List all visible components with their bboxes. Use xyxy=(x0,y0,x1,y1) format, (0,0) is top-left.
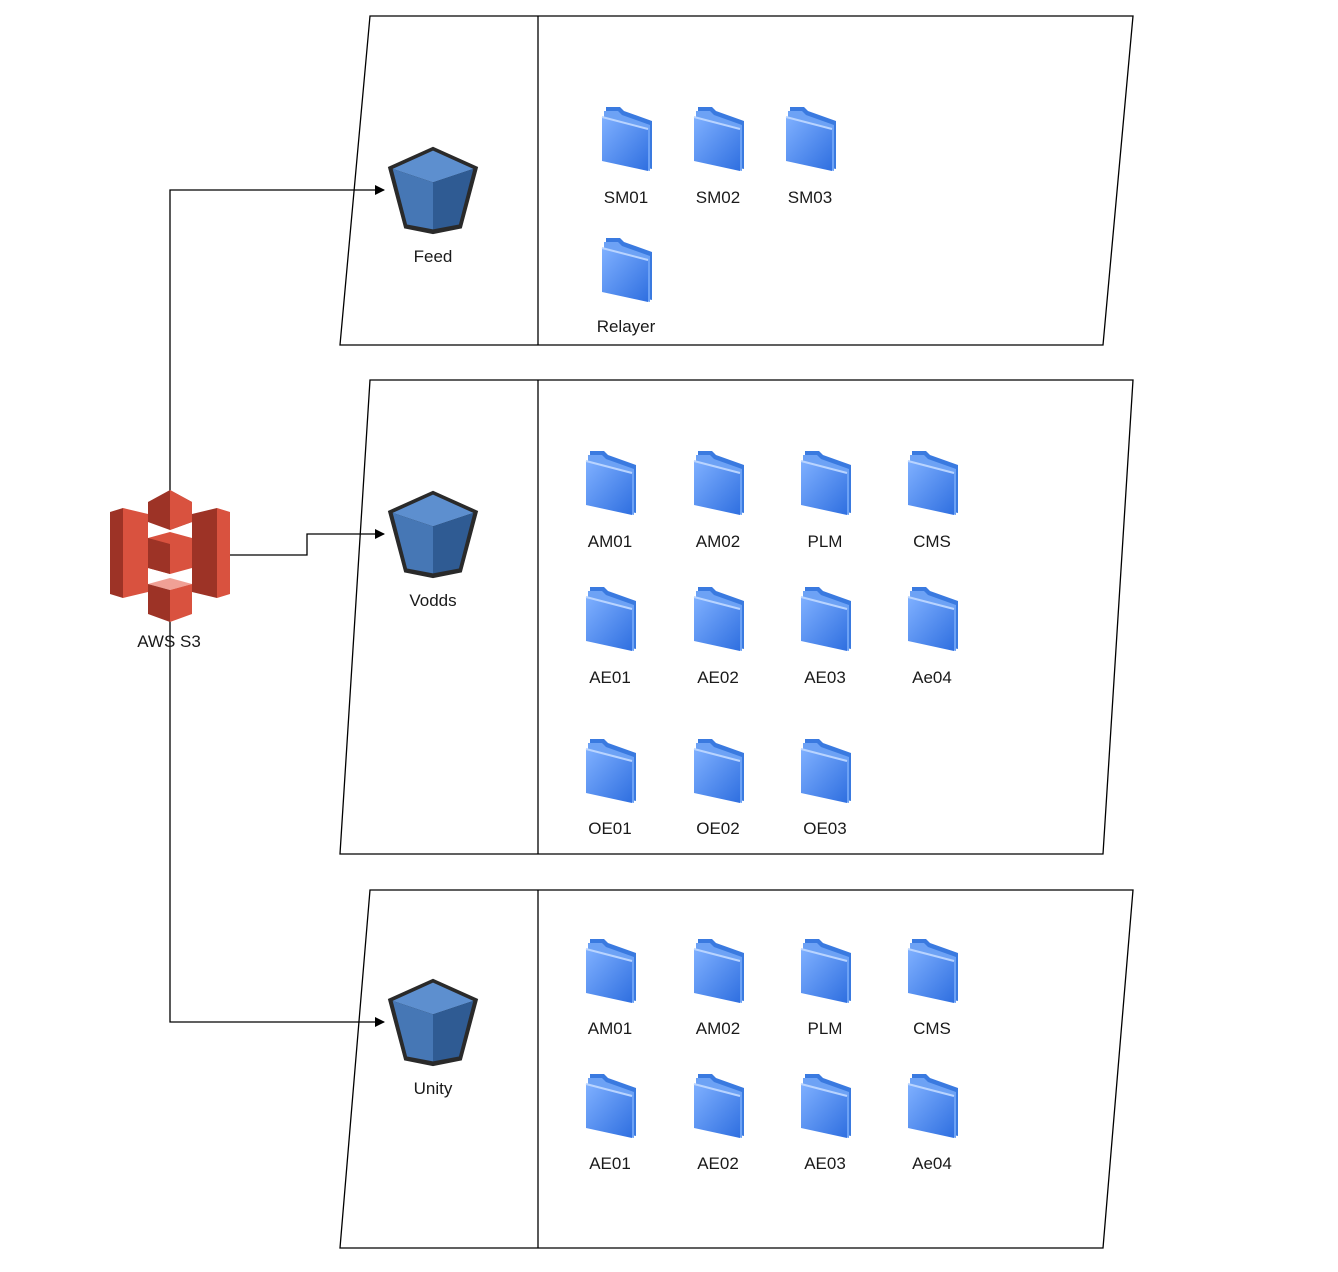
folder-vodds-ae02[interactable]: AE02 xyxy=(693,586,745,687)
folder-icon xyxy=(800,586,852,651)
folder-label: AE03 xyxy=(804,668,846,687)
folder-label: SM01 xyxy=(604,188,648,207)
bucket-icon xyxy=(387,978,479,1067)
folder-label: AE01 xyxy=(589,668,631,687)
folder-vodds-ae04[interactable]: Ae04 xyxy=(907,586,959,687)
folder-label: CMS xyxy=(913,532,951,551)
folder-label: AE02 xyxy=(697,1154,739,1173)
folder-unity-am02[interactable]: AM02 xyxy=(693,938,745,1038)
folder-icon xyxy=(800,450,852,515)
connector-unity xyxy=(169,595,385,1027)
folder-icon xyxy=(693,106,745,171)
folder-label: Relayer xyxy=(597,317,656,336)
folder-label: PLM xyxy=(808,1019,843,1038)
folder-vodds-plm[interactable]: PLM xyxy=(800,450,852,551)
folder-label: PLM xyxy=(808,532,843,551)
folder-icon xyxy=(693,586,745,651)
folder-icon xyxy=(907,450,959,515)
folder-feed-sm02[interactable]: SM02 xyxy=(693,106,745,207)
folder-feed-sm03[interactable]: SM03 xyxy=(785,106,837,207)
folder-label: AE01 xyxy=(589,1154,631,1173)
folder-icon xyxy=(800,738,852,803)
folder-unity-ae04[interactable]: Ae04 xyxy=(907,1073,959,1173)
folder-vodds-oe03[interactable]: OE03 xyxy=(800,738,852,838)
folder-icon xyxy=(585,586,637,651)
bucket-icon xyxy=(387,146,479,235)
folder-feed-sm01[interactable]: SM01 xyxy=(601,106,653,207)
folder-icon xyxy=(693,938,745,1003)
folder-unity-ae02[interactable]: AE02 xyxy=(693,1073,745,1173)
folder-vodds-oe02[interactable]: OE02 xyxy=(693,738,745,838)
folder-label: AE03 xyxy=(804,1154,846,1173)
folder-vodds-oe01[interactable]: OE01 xyxy=(585,738,637,838)
container-unity xyxy=(339,889,1134,1249)
folder-unity-am01[interactable]: AM01 xyxy=(585,938,637,1038)
folder-label: Ae04 xyxy=(912,668,952,687)
folder-vodds-am02[interactable]: AM02 xyxy=(693,450,745,551)
bucket-unity[interactable]: Unity xyxy=(387,978,479,1098)
folder-label: Ae04 xyxy=(912,1154,952,1173)
folder-label: AM02 xyxy=(696,1019,740,1038)
folder-label: OE01 xyxy=(588,819,631,838)
folder-label: CMS xyxy=(913,1019,951,1038)
folder-label: OE02 xyxy=(696,819,739,838)
folder-icon xyxy=(800,1073,852,1138)
folder-vodds-am01[interactable]: AM01 xyxy=(585,450,637,551)
folder-icon xyxy=(693,1073,745,1138)
folder-icon xyxy=(785,106,837,171)
folder-feed-relayer[interactable]: Relayer xyxy=(597,237,656,336)
folder-unity-plm[interactable]: PLM xyxy=(800,938,852,1038)
folder-icon xyxy=(585,450,637,515)
folder-vodds-cms[interactable]: CMS xyxy=(907,450,959,551)
bucket-label: Feed xyxy=(414,247,453,266)
container-vodds xyxy=(339,379,1134,855)
aws-s3-label: AWS S3 xyxy=(137,632,201,651)
folder-unity-ae01[interactable]: AE01 xyxy=(585,1073,637,1173)
folder-unity-cms[interactable]: CMS xyxy=(907,938,959,1038)
folder-label: SM03 xyxy=(788,188,832,207)
bucket-vodds[interactable]: Vodds xyxy=(387,490,479,610)
folder-icon xyxy=(693,738,745,803)
folder-icon xyxy=(907,938,959,1003)
folder-icon xyxy=(693,450,745,515)
connector-feed xyxy=(169,185,385,500)
folder-label: OE03 xyxy=(803,819,846,838)
folder-label: AM01 xyxy=(588,532,632,551)
folder-unity-ae03[interactable]: AE03 xyxy=(800,1073,852,1173)
folder-icon xyxy=(601,237,653,302)
folder-icon xyxy=(907,586,959,651)
aws-s3-icon xyxy=(110,490,230,622)
aws-s3-node[interactable]: AWS S3 xyxy=(110,490,230,651)
folder-vodds-ae01[interactable]: AE01 xyxy=(585,586,637,687)
folder-label: AM01 xyxy=(588,1019,632,1038)
folder-icon xyxy=(585,738,637,803)
bucket-icon xyxy=(387,490,479,579)
connectors xyxy=(169,185,385,1027)
container-feed xyxy=(339,15,1134,346)
folder-label: AE02 xyxy=(697,668,739,687)
bucket-feed[interactable]: Feed xyxy=(387,146,479,266)
connector-vodds xyxy=(228,529,385,556)
folder-icon xyxy=(585,938,637,1003)
bucket-label: Unity xyxy=(414,1079,453,1098)
folder-label: SM02 xyxy=(696,188,740,207)
folder-vodds-ae03[interactable]: AE03 xyxy=(800,586,852,687)
folder-label: AM02 xyxy=(696,532,740,551)
folder-icon xyxy=(601,106,653,171)
folder-icon xyxy=(800,938,852,1003)
bucket-label: Vodds xyxy=(409,591,456,610)
folder-icon xyxy=(585,1073,637,1138)
folder-icon xyxy=(907,1073,959,1138)
